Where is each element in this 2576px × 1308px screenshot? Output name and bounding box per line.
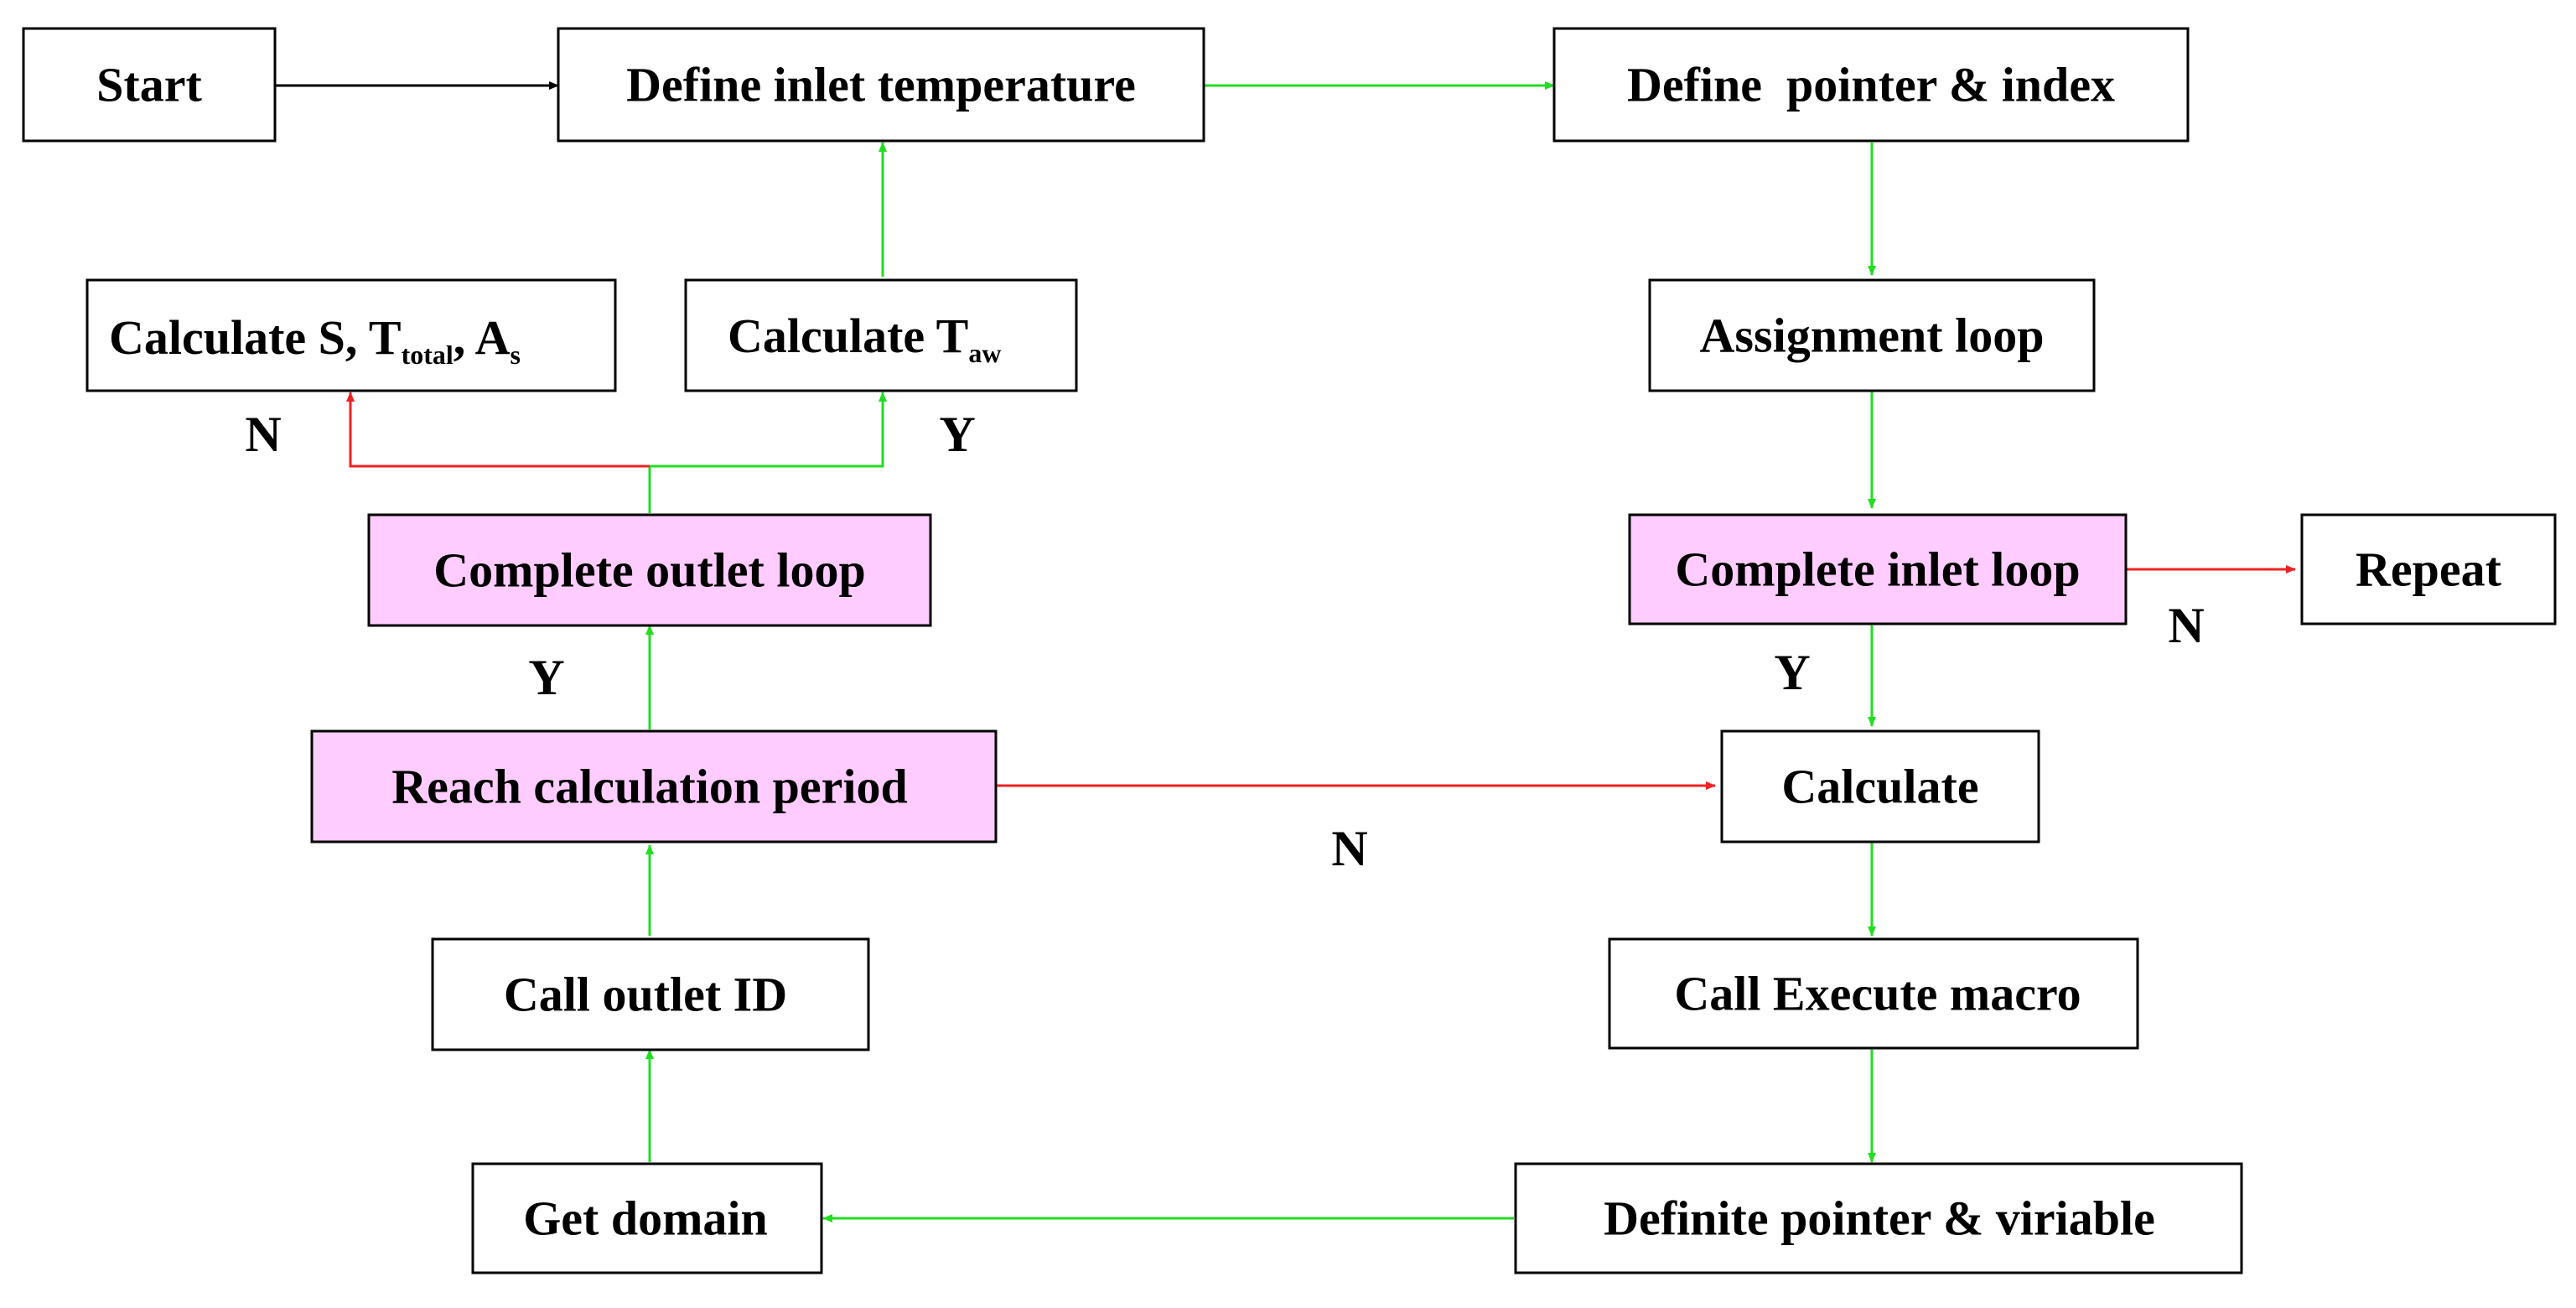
node-repeat-box [2300, 513, 2557, 625]
node-define-pointer-label: Define pointer & index [1627, 58, 2115, 112]
label-inlet-yes: Y [1774, 645, 1810, 700]
node-reach-calc-box [310, 729, 998, 843]
node-start: Start [22, 27, 277, 143]
edge-labels: N Y N Y Y N [245, 407, 2204, 876]
label-outlet-no: N [245, 407, 281, 462]
calc-s-sub-s: s [510, 340, 520, 370]
node-call-execute-label: Call Execute macro [1674, 967, 2081, 1021]
node-calculate-s-box [86, 278, 617, 392]
node-call-outlet-label: Call outlet ID [504, 968, 787, 1022]
node-definite-pointer-variable: Definite pointer & viriable [1514, 1162, 2243, 1274]
node-repeat-label: Repeat [2356, 542, 2502, 597]
node-complete-outlet-loop: Complete outlet loop [367, 513, 932, 627]
node-definite-pointer-box [1514, 1162, 2243, 1274]
node-define-inlet-temperature: Define inlet temperature [557, 27, 1205, 143]
edge-complete-outlet-to-calc-taw [650, 392, 887, 468]
node-complete-inlet-label: Complete inlet loop [1675, 542, 2080, 597]
node-complete-outlet-box [367, 513, 932, 627]
node-call-execute-box [1608, 937, 2139, 1050]
node-define-inlet-label: Define inlet temperature [626, 58, 1136, 112]
node-call-execute-macro: Call Execute macro [1608, 937, 2139, 1050]
node-define-pointer-index: Define pointer & index [1552, 27, 2190, 143]
node-define-inlet-box [557, 27, 1205, 143]
node-reach-calculation-period: Reach calculation period [310, 729, 998, 843]
label-outlet-yes: Y [939, 407, 975, 462]
node-call-outlet-box [431, 937, 870, 1051]
node-calculate-label: Calculate [1781, 760, 1978, 814]
node-calculate: Calculate [1720, 729, 2040, 843]
node-get-domain-label: Get domain [523, 1191, 768, 1246]
node-get-domain: Get domain [471, 1162, 823, 1274]
calc-taw-sub: aw [968, 338, 1001, 368]
node-start-box [22, 27, 277, 143]
node-assignment-loop: Assignment loop [1648, 278, 2096, 392]
node-calculate-box [1720, 729, 2040, 843]
node-define-pointer-box [1552, 27, 2190, 143]
node-calculate-taw: Calculate Taw [684, 278, 1078, 392]
node-reach-calc-label: Reach calculation period [391, 760, 907, 814]
calc-taw-main: Calculate T [728, 309, 968, 363]
node-start-label: Start [96, 58, 202, 112]
node-calculate-taw-box [684, 278, 1078, 392]
calc-s-mid: , A [454, 310, 511, 365]
node-repeat: Repeat [2300, 513, 2557, 625]
node-complete-inlet-loop: Complete inlet loop [1628, 513, 2128, 625]
calc-s-sub-total: total [402, 340, 454, 370]
node-calculate-taw-label: Calculate Taw [728, 309, 1001, 368]
calc-s-main: Calculate S, T [109, 310, 402, 365]
node-complete-outlet-label: Complete outlet loop [433, 543, 866, 598]
node-assignment-loop-box [1648, 278, 2096, 392]
label-inlet-no: N [2168, 598, 2204, 653]
node-calculate-s-label: Calculate S, Ttotal, As [109, 310, 521, 370]
label-reach-no: N [1331, 821, 1367, 876]
node-assignment-loop-label: Assignment loop [1700, 309, 2045, 363]
node-call-outlet-id: Call outlet ID [431, 937, 870, 1051]
node-calculate-s: Calculate S, Ttotal, As [86, 278, 617, 392]
node-get-domain-box [471, 1162, 823, 1274]
edge-complete-outlet-to-calc-s [346, 392, 650, 468]
label-reach-yes: Y [528, 650, 564, 705]
edges [275, 81, 2296, 1222]
node-complete-inlet-box [1628, 513, 2128, 625]
node-definite-pointer-label: Definite pointer & viriable [1604, 1191, 2155, 1246]
